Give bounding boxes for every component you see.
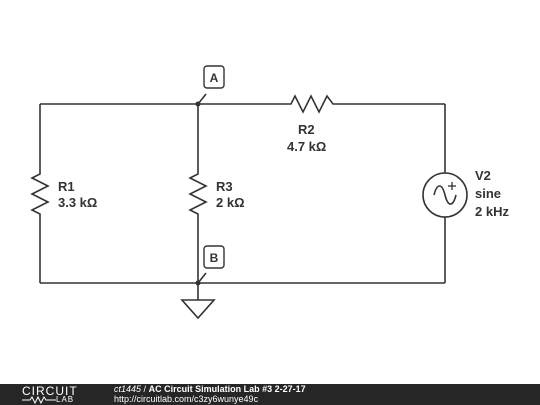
logo-text-circuit: CIRCUIT <box>22 384 78 398</box>
resistor-r3[interactable] <box>188 170 208 218</box>
v2-type: sine <box>475 186 501 201</box>
schematic-canvas: R1 3.3 kΩ R3 2 kΩ R2 4.7 kΩ V2 sine 2 kH… <box>30 65 509 320</box>
node-b-label: B <box>210 251 219 265</box>
project-title[interactable]: AC Circuit Simulation Lab #3 2-27-17 <box>148 384 306 394</box>
project-url[interactable]: http://circuitlab.com/c3zy6wunye49c <box>114 394 259 404</box>
ground-symbol[interactable] <box>180 299 216 320</box>
v2-freq: 2 kHz <box>475 204 509 219</box>
v2-name: V2 <box>475 168 491 183</box>
sine-icon <box>433 185 457 205</box>
circuitlab-logo[interactable]: CIRCUIT LAB <box>4 384 104 405</box>
node-b[interactable]: B <box>195 245 225 286</box>
r3-value: 2 kΩ <box>216 195 245 210</box>
project-title-line: ct1445 / AC Circuit Simulation Lab #3 2-… <box>114 384 306 395</box>
author-link[interactable]: ct1445 <box>114 384 142 394</box>
title-separator: / <box>143 384 147 394</box>
r2-value: 4.7 kΩ <box>287 139 326 154</box>
node-a-label: A <box>210 71 219 85</box>
r3-name: R3 <box>216 179 233 194</box>
node-a[interactable]: A <box>195 65 225 107</box>
resistor-r1[interactable] <box>30 170 50 218</box>
logo-text-lab: LAB <box>56 395 75 404</box>
resistor-r2[interactable] <box>287 94 337 114</box>
wires <box>39 103 446 300</box>
r1-value: 3.3 kΩ <box>58 195 97 210</box>
footer-bar: CIRCUIT LAB ct1445 / AC Circuit Simulati… <box>0 384 540 405</box>
voltage-source-v2[interactable] <box>422 172 468 218</box>
r2-name: R2 <box>298 122 315 137</box>
logo-resistor-icon <box>22 396 56 404</box>
r1-name: R1 <box>58 179 75 194</box>
